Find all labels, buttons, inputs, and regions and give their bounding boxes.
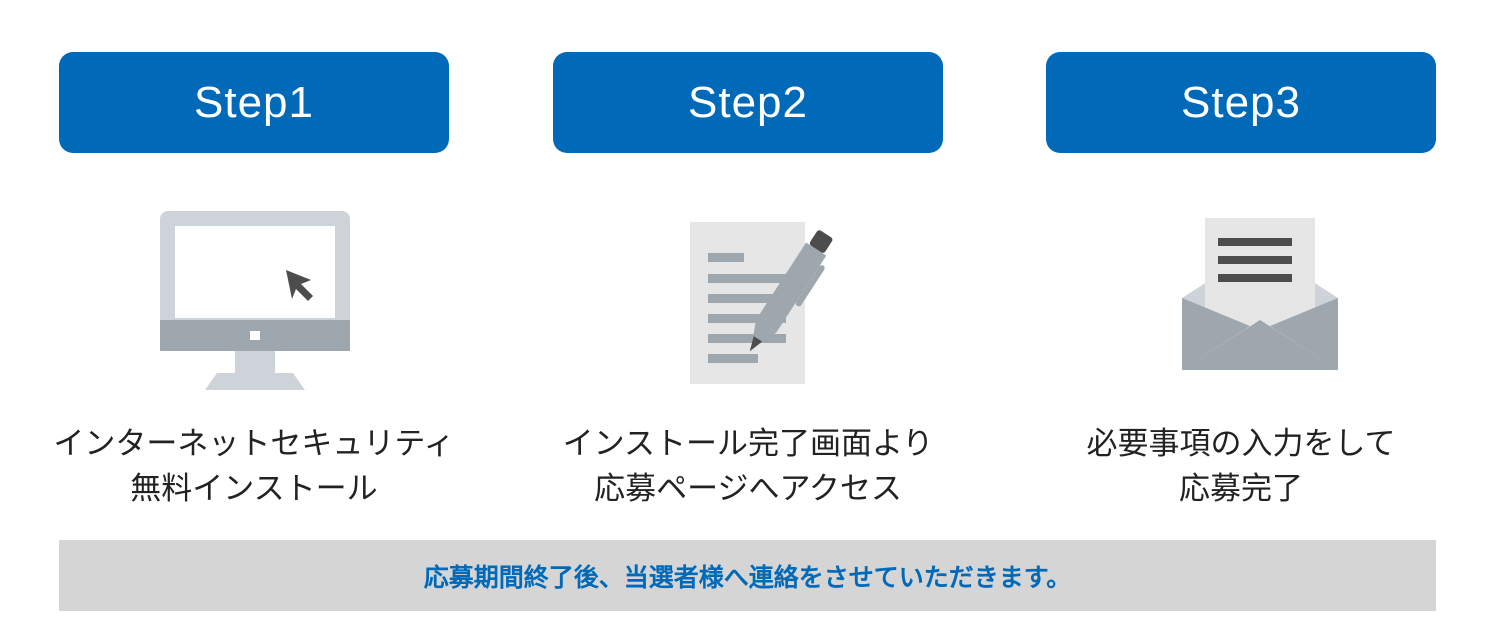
step2-desc-line1: インストール完了画面より (562, 426, 934, 462)
step2-desc-line2: 応募ページへアクセス (594, 471, 902, 507)
step1-desc-line2: 無料インストール (130, 471, 378, 507)
step1-desc-line1: インターネットセキュリティ (53, 426, 455, 462)
step1-description: インターネットセキュリティ 無料インストール (19, 422, 489, 512)
step2-header: Step2 (553, 52, 943, 153)
step3-desc-line1: 必要事項の入力をして (1086, 426, 1396, 462)
notice-banner: 応募期間終了後、当選者様へ連絡をさせていただきます。 (59, 540, 1436, 611)
step1-header: Step1 (59, 52, 449, 153)
step3-description: 必要事項の入力をして 応募完了 (1006, 422, 1476, 512)
step3-desc-line2: 応募完了 (1179, 471, 1303, 507)
step3-header: Step3 (1046, 52, 1436, 153)
monitor-icon (160, 211, 350, 390)
document-pen-icon (690, 222, 833, 384)
envelope-letter-icon (1182, 218, 1338, 370)
step2-description: インストール完了画面より 応募ページへアクセス (513, 422, 983, 512)
